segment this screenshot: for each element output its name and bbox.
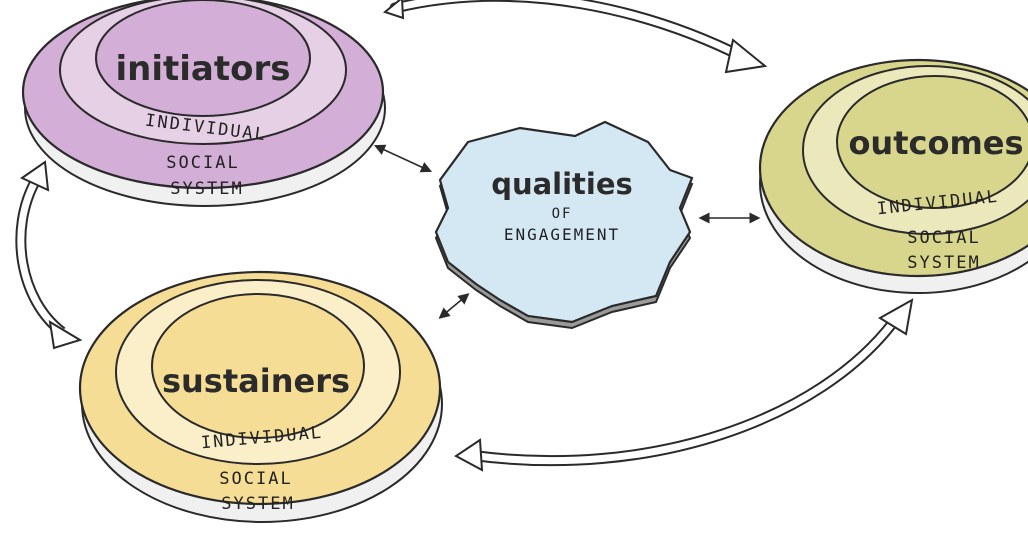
outcomes-social-label: SOCIAL [907,228,980,248]
qualities-subtitle: ENGAGEMENT [504,225,620,244]
individual-ring [95,0,311,117]
sustainers-coin: sustainers INDIVIDUAL SOCIAL SYSTEM [78,270,443,523]
outcomes-system-label: SYSTEM [907,253,980,273]
outcomes-title: outcomes [848,124,1023,162]
arrow-sustainers-qualities [438,293,470,319]
arrow-initiators-qualities [373,144,433,173]
qualities-shape: qualities OF ENGAGEMENT [434,120,694,330]
individual-ring [836,75,1028,209]
initiators-coin: initiators INDIVIDUAL SOCIAL SYSTEM [21,0,386,207]
initiators-social-label: SOCIAL [166,153,239,173]
qualities-of: OF [552,206,573,222]
arrow-sustainers-outcomes [454,298,914,472]
sustainers-social-label: SOCIAL [219,469,292,489]
arrow-initiators-outcomes [382,0,768,74]
sustainers-system-label: SYSTEM [221,494,294,514]
qualities-fill [434,120,694,324]
initiators-system-label: SYSTEM [170,179,243,199]
individual-ring [151,293,365,439]
sustainers-title: sustainers [162,362,350,400]
initiators-title: initiators [116,49,291,89]
arrow-initiators-sustainers [15,160,83,350]
outcomes-coin: outcomes INDIVIDUAL SOCIAL SYSTEM [758,58,1028,294]
qualities-title: qualities [491,167,633,201]
